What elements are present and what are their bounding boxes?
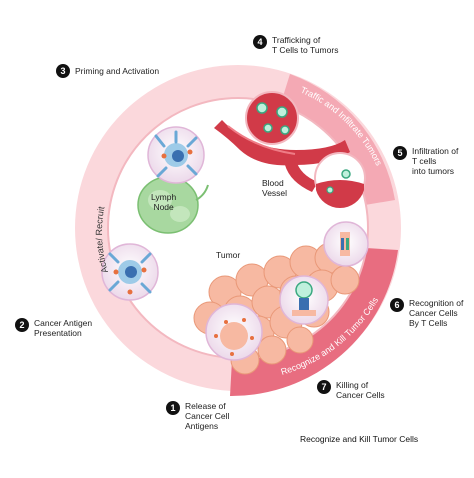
step-7: 7 Killing of Cancer Cells — [317, 380, 385, 400]
blood-vessel — [214, 120, 350, 192]
dendritic-cell-bubble-top — [147, 126, 205, 184]
step-label: Infiltration of T cells into tumors — [412, 146, 459, 176]
step-label: Trafficking of T Cells to Tumors — [272, 35, 339, 55]
step-6: 6 Recognition of Cancer Cells By T Cells — [390, 298, 463, 328]
step-label: Recognition of Cancer Cells By T Cells — [409, 298, 464, 328]
ring-highlight-right — [280, 74, 395, 205]
recognition-bubble — [323, 221, 369, 267]
lymph-node-label: Lymph Node — [151, 192, 177, 212]
step-label: Release of Cancer Cell Antigens — [185, 401, 230, 431]
diagram-caption: Recognize and Kill Tumor Cells — [300, 434, 419, 444]
step-number-badge: 5 — [393, 146, 407, 160]
step-number-badge: 6 — [390, 298, 404, 312]
lymph-node — [137, 176, 209, 234]
killed-cell-bubble — [205, 303, 263, 361]
step-number-badge: 3 — [56, 64, 70, 78]
blood-vessel-label: Blood Vessel — [262, 178, 288, 198]
step-number-badge: 1 — [166, 401, 180, 415]
dendritic-cell-bubble-left — [101, 243, 159, 301]
tumor-label: Tumor — [216, 250, 241, 260]
step-number-badge: 4 — [253, 35, 267, 49]
step-4: 4 Trafficking of T Cells to Tumors — [253, 35, 338, 55]
step-2: 2 Cancer Antigen Presentation — [15, 318, 92, 338]
tcell-bubble — [279, 275, 329, 325]
step-1: 1 Release of Cancer Cell Antigens — [166, 401, 229, 431]
infiltration-bubble — [314, 152, 366, 208]
step-label: Cancer Antigen Presentation — [34, 318, 93, 338]
step-number-badge: 2 — [15, 318, 29, 332]
step-label: Priming and Activation — [75, 66, 160, 76]
step-5: 5 Infiltration of T cells into tumors — [393, 146, 458, 176]
step-3: 3 Priming and Activation — [56, 64, 159, 78]
step-number-badge: 7 — [317, 380, 331, 394]
step-label: Killing of Cancer Cells — [336, 380, 385, 400]
blood-cells-bubble — [245, 91, 299, 145]
